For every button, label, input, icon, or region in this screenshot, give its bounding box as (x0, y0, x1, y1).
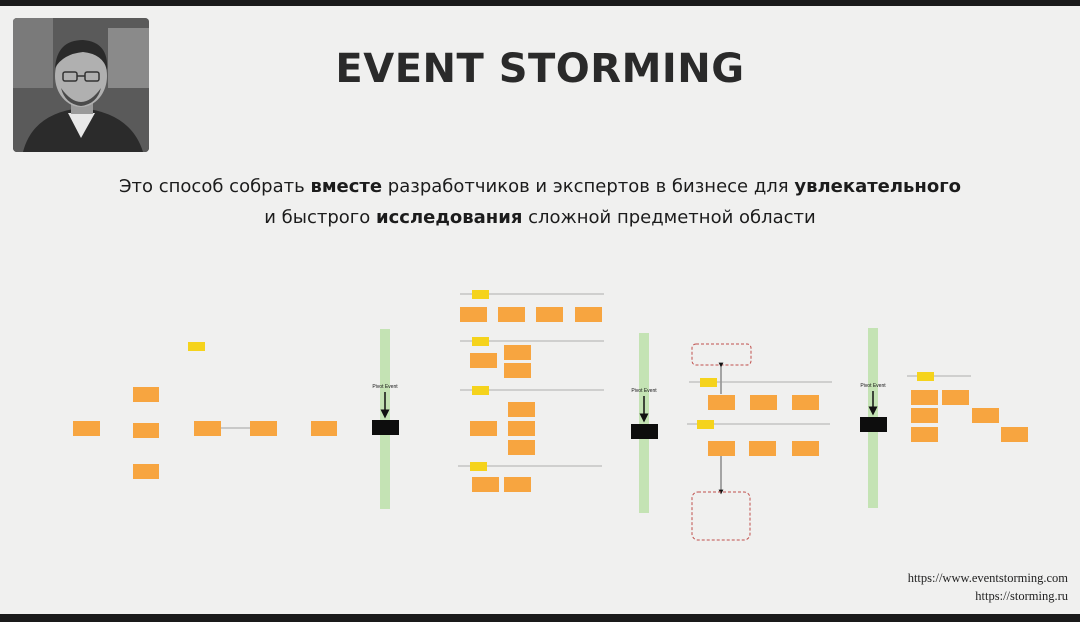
sticky-orange (792, 441, 819, 456)
sticky-orange (133, 387, 159, 402)
link-storming-ru[interactable]: https://storming.ru (975, 589, 1068, 603)
sticky-orange (504, 477, 531, 492)
dashed-box (691, 491, 751, 541)
sticky-orange (536, 307, 563, 322)
stage-chaotic-exploration (73, 342, 337, 479)
sticky-orange (972, 408, 999, 423)
pivot-black-block (372, 420, 399, 435)
sticky-orange (575, 307, 602, 322)
sticky-orange (750, 395, 777, 410)
subtitle-text: сложной предметной области (522, 207, 816, 228)
sticky-orange (749, 441, 776, 456)
stage-sequence (907, 372, 1028, 442)
sticky-orange (504, 363, 531, 378)
sticky-orange (911, 408, 938, 423)
sticky-orange (133, 423, 159, 438)
sticky-orange (508, 402, 535, 417)
pivot-event-label: Pivot Event (372, 384, 398, 390)
pivot-event-3: Pivot Event (860, 328, 887, 508)
sticky-yellow (917, 372, 934, 381)
stage-processes (687, 343, 832, 541)
sticky-yellow (188, 342, 205, 351)
pivot-event-label: Pivot Event (860, 383, 886, 389)
sticky-yellow (700, 378, 717, 387)
sticky-orange (250, 421, 277, 436)
pivot-event-label: Pivot Event (631, 388, 657, 394)
sticky-orange (1001, 427, 1028, 442)
event-storming-diagram: Pivot Event (73, 290, 1028, 541)
slide: EVENT STORMING Это способ собрать вместе… (0, 6, 1080, 614)
pivot-black-block (631, 424, 658, 439)
subtitle-text: Это способ собрать (118, 176, 311, 197)
reference-links: https://www.eventstorming.com https://st… (908, 569, 1068, 605)
sticky-orange (508, 440, 535, 455)
subtitle-text: разработчиков и экспертов в бизнесе для (382, 176, 795, 197)
subtitle-bold: вместе (310, 176, 383, 197)
subtitle-text: и быстрого (264, 207, 376, 228)
pivot-green-bar (380, 329, 390, 509)
link-eventstorming[interactable]: https://www.eventstorming.com (907, 571, 1068, 585)
subtitle-bold: увлекательного (794, 176, 962, 197)
pivot-event-2: Pivot Event (631, 333, 658, 513)
sticky-orange (498, 307, 525, 322)
pivot-green-bar (639, 333, 649, 513)
sticky-orange (311, 421, 337, 436)
sticky-orange (472, 477, 499, 492)
sticky-orange (73, 421, 100, 436)
sticky-yellow (472, 290, 489, 299)
sticky-orange (942, 390, 969, 405)
sticky-orange (504, 345, 531, 360)
subtitle-line-2: и быстрого исследования сложной предметн… (0, 202, 1080, 233)
slide-subtitle: Это способ собрать вместе разработчиков … (0, 171, 1080, 233)
dashed-box (691, 343, 752, 366)
stage-timeline (458, 290, 604, 492)
speaker-photo (13, 18, 149, 152)
sticky-orange (194, 421, 221, 436)
sticky-orange (792, 395, 819, 410)
sticky-orange (460, 307, 487, 322)
sticky-orange (911, 390, 938, 405)
sticky-yellow (472, 386, 489, 395)
sticky-orange (508, 421, 535, 436)
speaker-video (13, 18, 149, 152)
pivot-event-1: Pivot Event (372, 329, 399, 509)
sticky-orange (708, 395, 735, 410)
sticky-yellow (472, 337, 489, 346)
sticky-orange (133, 464, 159, 479)
sticky-orange (470, 421, 497, 436)
subtitle-bold: исследования (376, 207, 523, 228)
subtitle-line-1: Это способ собрать вместе разработчиков … (0, 171, 1080, 202)
sticky-yellow (697, 420, 714, 429)
sticky-orange (708, 441, 735, 456)
pivot-black-block (860, 417, 887, 432)
slide-title: EVENT STORMING (335, 46, 745, 92)
bottom-bar (0, 614, 1080, 622)
sticky-yellow (470, 462, 487, 471)
sticky-orange (911, 427, 938, 442)
sticky-orange (470, 353, 497, 368)
